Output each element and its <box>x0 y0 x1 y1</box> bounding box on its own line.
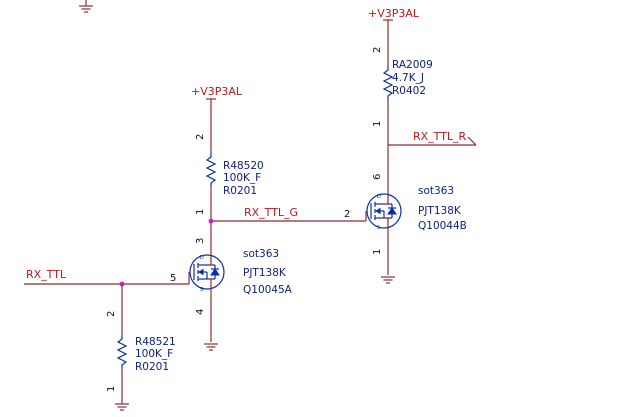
resistor-ref: R48521 <box>135 336 176 348</box>
net-label-rx-ttl: RX_TTL <box>26 268 67 281</box>
pin-number: 1 <box>195 209 206 215</box>
mosfet-part: PJT138K <box>243 267 287 279</box>
terminal-label-d: D <box>377 194 381 200</box>
power-rail-left: +V3P3AL <box>191 85 243 109</box>
resistor-r48520: 2 1 R48520 100K_F R0201 <box>195 109 264 221</box>
resistor-r48521: 2 1 R48521 100K_F R0201 <box>106 284 176 411</box>
power-label-right: +V3P3AL <box>368 7 420 20</box>
net-rx-ttl-r: RX_TTL_R <box>388 130 477 146</box>
pin-number: 6 <box>372 174 383 180</box>
mosfet-q10044b: 6 1 D S sot363 PJT138K Q10044B 2 <box>344 145 467 284</box>
power-label-left: +V3P3AL <box>191 85 243 98</box>
resistor-package: R0201 <box>135 361 169 373</box>
net-label-rx-ttl-r: RX_TTL_R <box>413 130 467 143</box>
terminal-label-s: S <box>377 225 380 231</box>
mosfet-ref: Q10045A <box>243 284 293 296</box>
resistor-value: 100K_F <box>223 172 261 184</box>
resistor-ra2009: 2 1 RA2009 4.7K_J R0402 <box>372 30 433 145</box>
terminal-label-d: D <box>200 255 204 261</box>
pin-number: 2 <box>106 311 117 317</box>
pin-number: 1 <box>372 249 383 255</box>
pin-number: 5 <box>170 273 176 284</box>
resistor-package: R0201 <box>223 185 257 197</box>
pin-number: 2 <box>195 134 206 140</box>
pin-number: 1 <box>372 121 383 127</box>
net-label-rx-ttl-g: RX_TTL_G <box>244 206 298 219</box>
mosfet-ref: Q10044B <box>418 220 467 232</box>
pin-number: 2 <box>372 47 383 53</box>
mosfet-part: PJT138K <box>418 205 462 217</box>
power-rail-right: +V3P3AL <box>368 7 420 30</box>
pin-number: 4 <box>195 309 206 315</box>
mosfet-package: sot363 <box>418 185 454 197</box>
mosfet-package: sot363 <box>243 248 279 260</box>
resistor-value: 4.7K_J <box>392 72 424 84</box>
resistor-package: R0402 <box>392 85 426 97</box>
pin-number: 1 <box>106 386 117 392</box>
resistor-ref: RA2009 <box>392 59 433 71</box>
mosfet-q10045a: 3 4 D S sot363 PJT138K Q10045A 5 <box>170 221 293 351</box>
terminal-label-s: S <box>200 287 203 293</box>
pin-number: 2 <box>344 209 350 220</box>
resistor-ref: R48520 <box>223 160 264 172</box>
net-rx-ttl-g: RX_TTL_G <box>208 206 367 224</box>
pin-number: 3 <box>195 238 206 244</box>
resistor-value: 100K_F <box>135 348 173 360</box>
net-rx-ttl: RX_TTL <box>24 268 190 287</box>
ground-symbol-top-left <box>78 0 94 13</box>
